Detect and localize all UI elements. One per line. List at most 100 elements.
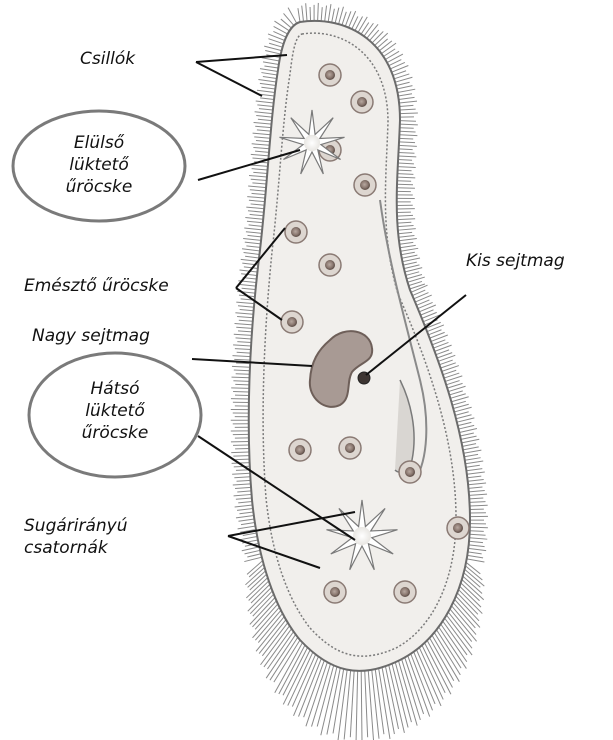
cilium bbox=[235, 349, 251, 350]
cilium bbox=[238, 526, 256, 529]
cilium bbox=[240, 536, 258, 539]
cilium bbox=[248, 571, 266, 588]
cilium bbox=[379, 41, 392, 51]
cilium bbox=[470, 502, 486, 503]
cilium bbox=[236, 338, 252, 339]
cilium bbox=[236, 516, 254, 518]
cilium bbox=[397, 222, 411, 223]
cilium bbox=[246, 232, 262, 234]
cilium bbox=[248, 186, 266, 188]
cilium bbox=[455, 412, 469, 416]
cilium bbox=[419, 305, 436, 312]
cilium bbox=[468, 548, 486, 550]
food-vacuole-core bbox=[325, 260, 335, 270]
cilium bbox=[470, 527, 488, 528]
cilium bbox=[470, 531, 484, 532]
cilium bbox=[396, 82, 410, 85]
cilium bbox=[377, 39, 388, 48]
cilium bbox=[269, 43, 282, 47]
cilium bbox=[464, 454, 478, 456]
cilium bbox=[467, 472, 485, 474]
cilium bbox=[398, 232, 412, 233]
leader-cilia-2 bbox=[196, 62, 262, 96]
cilium bbox=[400, 124, 418, 125]
cilium bbox=[256, 141, 270, 142]
cilium bbox=[465, 569, 485, 586]
cilium bbox=[262, 58, 280, 61]
cilium bbox=[399, 145, 417, 146]
cilium bbox=[241, 259, 259, 261]
cilium bbox=[250, 190, 266, 191]
cilium bbox=[398, 229, 416, 231]
cilium bbox=[233, 484, 251, 485]
cilium bbox=[398, 167, 416, 168]
cilium bbox=[364, 23, 373, 36]
cilium bbox=[236, 302, 254, 304]
cilium bbox=[466, 465, 480, 467]
cilium bbox=[250, 591, 272, 614]
food-vacuole-core bbox=[330, 587, 340, 597]
contractile-vacuole-center bbox=[304, 135, 320, 151]
cilium bbox=[387, 54, 403, 63]
cilium bbox=[254, 122, 272, 124]
cilium bbox=[306, 3, 307, 21]
food-vacuole-core bbox=[360, 180, 370, 190]
cilium bbox=[249, 176, 267, 177]
cilium bbox=[245, 256, 259, 258]
cilium bbox=[232, 473, 250, 474]
cilium bbox=[245, 550, 261, 554]
cilium bbox=[250, 574, 267, 590]
cilium bbox=[453, 603, 475, 628]
cilium bbox=[253, 147, 269, 148]
cilium bbox=[397, 174, 413, 175]
food-vacuole-core bbox=[345, 443, 355, 453]
cilium bbox=[389, 665, 405, 733]
label-radial-canals: Sugárirányú csatornák bbox=[24, 515, 128, 559]
cilium bbox=[456, 596, 479, 621]
food-vacuole-core bbox=[295, 445, 305, 455]
cilium bbox=[232, 377, 250, 378]
cilium bbox=[236, 498, 252, 499]
cilium bbox=[240, 284, 256, 286]
label-rear-vacuole-line-2: lüktető bbox=[56, 400, 174, 422]
cilium bbox=[400, 128, 414, 129]
cilium bbox=[248, 235, 262, 236]
cilium bbox=[452, 401, 465, 405]
cilium bbox=[467, 476, 481, 478]
cilium bbox=[465, 461, 483, 464]
cilium bbox=[251, 154, 269, 155]
cilium bbox=[398, 163, 414, 164]
cilium bbox=[253, 133, 271, 135]
cilium bbox=[467, 559, 485, 562]
cilium bbox=[462, 444, 476, 447]
cilium bbox=[403, 262, 417, 265]
cilium bbox=[255, 151, 269, 152]
cilium bbox=[264, 66, 278, 68]
cilium bbox=[402, 659, 421, 720]
label-rear-vacuole-line-1: Hátsó bbox=[56, 378, 174, 400]
cilium bbox=[393, 71, 406, 76]
cilium bbox=[355, 17, 363, 31]
cilium bbox=[260, 69, 278, 72]
cilium bbox=[328, 4, 331, 22]
cilium bbox=[234, 359, 250, 360]
cilium bbox=[234, 370, 250, 371]
cilium bbox=[466, 469, 482, 471]
cilium bbox=[312, 664, 331, 727]
cilium bbox=[235, 487, 251, 488]
cilium bbox=[241, 523, 255, 525]
cilium bbox=[237, 316, 253, 317]
cilium bbox=[399, 138, 413, 139]
food-vacuole-core bbox=[405, 467, 415, 477]
cilium bbox=[446, 381, 459, 385]
food-vacuole-core bbox=[287, 317, 297, 327]
cilium bbox=[252, 601, 276, 627]
cilium bbox=[400, 245, 416, 247]
cilium bbox=[235, 313, 253, 314]
cilium bbox=[468, 480, 484, 482]
cilium bbox=[453, 404, 468, 408]
cilium bbox=[467, 555, 483, 558]
cilium bbox=[397, 215, 413, 216]
cilium bbox=[399, 142, 415, 143]
